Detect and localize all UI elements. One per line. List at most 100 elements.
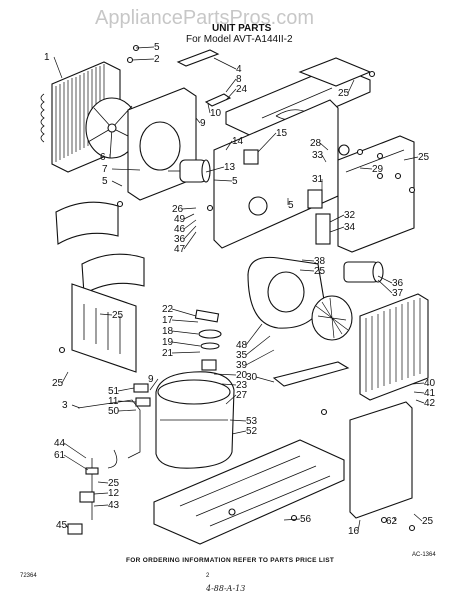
fan-blade (85, 97, 139, 159)
callout-number: 31 (312, 174, 324, 185)
callout-number: 42 (424, 398, 436, 409)
callout-number: 25 (112, 310, 124, 321)
callout-number: 36 (174, 234, 186, 245)
callout-leader-line (171, 308, 197, 317)
callout-leader-line (415, 399, 425, 404)
callout-leader-line (319, 142, 329, 151)
callout-leader-line (393, 517, 397, 522)
callout-number: 25 (422, 516, 434, 527)
callout-leader-line (63, 442, 87, 459)
callout-number: 39 (236, 360, 248, 371)
callout-number: 23 (236, 380, 248, 391)
fan-shroud (127, 87, 197, 201)
callout-leader-line (93, 504, 109, 507)
callout-number: 13 (224, 162, 236, 173)
callout-leader-line (413, 513, 423, 522)
callout-number: 3 (62, 400, 68, 411)
callout-leader-line (131, 58, 155, 61)
callout-leader-line (135, 46, 155, 49)
callout-leader-line (299, 269, 315, 272)
callout-number: 21 (162, 348, 174, 359)
callout-number: 29 (372, 164, 384, 175)
callout-number: 27 (236, 390, 248, 401)
callout-number: 26 (172, 204, 184, 215)
callout-leader-line (329, 214, 345, 223)
callout-number: 15 (276, 128, 288, 139)
callout-leader-line (229, 419, 247, 422)
callout-leader-line (117, 409, 137, 412)
callout-number: 53 (246, 416, 258, 427)
screws (58, 44, 416, 532)
callout-leader-line (377, 279, 393, 294)
callout-leader-line (183, 213, 195, 220)
callout-leader-line (181, 207, 197, 210)
callout-leader-line (63, 454, 89, 471)
callout-number: 7 (102, 164, 108, 175)
bulkhead-panel (213, 99, 339, 249)
callout-number: 43 (108, 500, 120, 511)
blower-motor (343, 261, 384, 283)
callout-leader-line (213, 57, 237, 70)
callout-leader-line (245, 335, 271, 356)
callout-number: 5 (232, 176, 238, 187)
compressor (155, 359, 235, 469)
callout-number: 62 (386, 516, 398, 527)
callout-number: 34 (344, 222, 356, 233)
callout-leader-line (171, 341, 201, 347)
callout-number: 33 (312, 150, 324, 161)
callout-leader-line (171, 351, 201, 354)
callout-number: 44 (54, 438, 66, 449)
callout-number: 16 (348, 526, 360, 537)
callout-leader-line (213, 179, 233, 182)
callout-leader-line (225, 394, 237, 405)
callout-leader-line (97, 481, 109, 484)
callout-number: 1 (44, 52, 50, 63)
callout-number: 6 (100, 152, 106, 163)
callout-number: 18 (162, 326, 174, 337)
evaporator-coil (359, 293, 429, 401)
callout-leader-line (213, 373, 237, 376)
callout-leader-line (111, 168, 141, 171)
callout-number: 36 (392, 278, 404, 289)
gasket-stack (194, 309, 222, 350)
callout-leader-line (225, 88, 237, 101)
callout-leader-line (255, 376, 275, 383)
callout-leader-line (225, 140, 233, 151)
top-cover-strip (176, 49, 232, 107)
diagram-title: UNIT PARTS (212, 23, 272, 34)
callout-leader-line (357, 519, 361, 532)
callout-leader-line (411, 382, 425, 385)
drawing-code: 72364 (20, 573, 37, 579)
callout-leader-line (377, 275, 393, 284)
callout-number: 41 (424, 388, 436, 399)
callout-number: 25 (338, 88, 350, 99)
callout-number: 24 (236, 84, 248, 95)
callout-number: 56 (300, 514, 312, 525)
callout-number: 4 (236, 64, 242, 75)
callout-number: 51 (108, 386, 120, 397)
callout-leader-line (65, 524, 69, 529)
callout-number: 17 (162, 315, 174, 326)
callout-leader-line (195, 117, 201, 124)
callout-number: 20 (236, 370, 248, 381)
callout-number: 28 (310, 138, 322, 149)
callout-number: 10 (210, 108, 222, 119)
callout-leader-line (61, 371, 69, 384)
handwritten-date: 4-88-A-13 (205, 584, 245, 593)
callout-number: 25 (418, 152, 430, 163)
callout-number: 61 (54, 450, 66, 461)
figure-reference: AC-1364 (412, 552, 436, 558)
callout-leader-line (221, 383, 237, 386)
callout-leader-line (117, 387, 135, 392)
callout-leader-line (231, 430, 247, 435)
power-cord (67, 458, 99, 535)
callout-leader-line (53, 56, 63, 79)
callout-number: 2 (154, 54, 160, 65)
front-panel-lower-right (349, 401, 413, 519)
callout-number: 37 (392, 288, 404, 299)
watermark-text: AppliancePartsPros.com (95, 7, 314, 29)
control-box (315, 135, 415, 253)
callout-number: 47 (174, 244, 186, 255)
